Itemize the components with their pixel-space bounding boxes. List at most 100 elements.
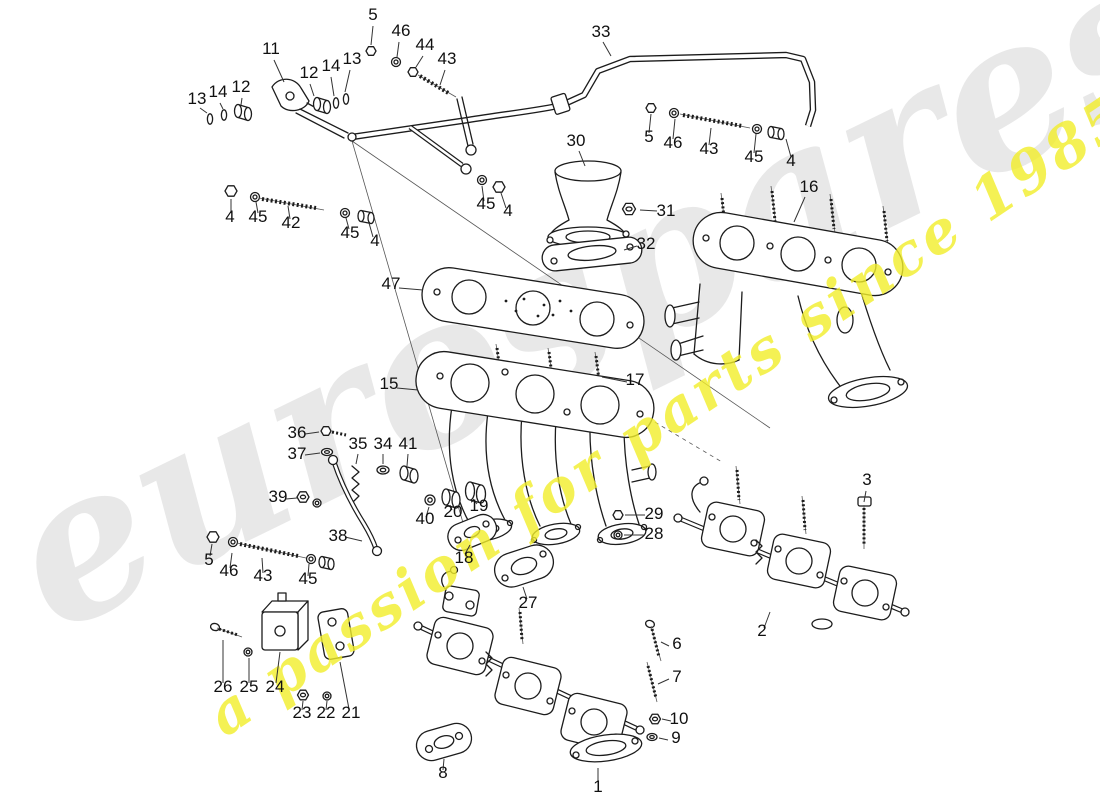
screw-6-stud-7-nut-10-washer-9 (644, 619, 662, 742)
throttle-body-assembly-2 (673, 465, 910, 630)
callout-leader-line (345, 217, 350, 230)
part-number-callout: 19 (470, 496, 489, 515)
part-number-callout: 14 (209, 82, 228, 101)
callout-leader-line (199, 107, 208, 114)
part-number-callout: 45 (299, 569, 318, 588)
callout-leader-line (368, 222, 374, 238)
callout-leader-line (219, 102, 224, 110)
part-number-callout: 32 (637, 234, 656, 253)
part-number-callout: 44 (416, 35, 435, 54)
callout-leader-line (657, 678, 670, 685)
callout-leader-line (285, 497, 298, 500)
callout-leader-line (304, 431, 320, 435)
callout-leader-line (763, 611, 771, 629)
watermark-brand-text: eurospares (0, 0, 1100, 679)
callout-leader-line (370, 25, 374, 46)
part-number-callout: 17 (626, 370, 645, 389)
screw-set-lower-left (206, 531, 335, 571)
part-number-callout: 22 (317, 703, 336, 722)
part-number-callout: 5 (368, 5, 377, 24)
callout-leader-line (275, 651, 281, 684)
part-number-callout: 10 (670, 709, 689, 728)
part-number-callout: 3 (862, 470, 871, 489)
screw-set-top-left (365, 46, 477, 156)
part-number-callout: 43 (254, 566, 273, 585)
callout-leader-line (500, 192, 507, 209)
part-number-callout: 26 (214, 677, 233, 696)
part-number-callout: 43 (700, 139, 719, 158)
part-number-callout: 15 (380, 374, 399, 393)
part-number-callout: 4 (786, 151, 795, 170)
part-number-callout: 29 (645, 504, 664, 523)
air-funnel-30 (546, 160, 630, 248)
callout-leader-line (785, 138, 792, 158)
callout-leader-line (287, 205, 291, 220)
funnel-gasket-32 (541, 236, 643, 272)
callout-leader-line (481, 185, 485, 202)
part-number-callout: 2 (757, 621, 766, 640)
bracket-cluster (209, 592, 355, 701)
linkage-rod-33 (347, 51, 817, 142)
callout-leader-line (522, 586, 528, 600)
part-number-callout: 6 (672, 634, 681, 653)
callout-leader-line (406, 453, 409, 467)
callout-leader-line (307, 563, 310, 577)
callout-leader-line (658, 737, 669, 741)
callout-leader-line (578, 150, 586, 167)
callout-leader-line (753, 133, 757, 154)
callout-leader-line (344, 69, 351, 93)
callout-leader-line (301, 700, 304, 711)
callout-leader-line (672, 118, 676, 140)
part-number-callout: 4 (503, 201, 512, 220)
part-number-callout: 30 (567, 131, 586, 150)
screw-3 (857, 496, 872, 549)
gasket-27 (493, 544, 555, 588)
part-number-callout: 43 (438, 49, 457, 68)
throttle-body-assembly-1 (413, 565, 645, 763)
callout-leader-line (449, 504, 453, 511)
callout-leader-line (648, 113, 652, 134)
part-number-callout: 46 (664, 133, 683, 152)
callout-leader-line (261, 557, 264, 574)
intake-manifold-16 (664, 185, 909, 409)
part-number-callout: 25 (240, 677, 259, 696)
callout-leader-line (209, 543, 213, 557)
callout-leader-line (464, 544, 471, 555)
callout-leader-line (472, 498, 478, 505)
long-screw-42 (224, 185, 375, 225)
callout-leaders (199, 25, 867, 783)
callout-leader-line (639, 209, 658, 212)
callout-leader-line (304, 452, 321, 456)
part-number-callout: 46 (392, 21, 411, 40)
bellcrank-assembly (206, 78, 350, 139)
gasket-8 (415, 722, 473, 762)
part-number-callout: 39 (269, 487, 288, 506)
callout-leader-line (601, 376, 628, 383)
part-number-callout: 28 (645, 524, 664, 543)
part-number-callout: 27 (519, 593, 538, 612)
part-number-callout: 35 (349, 434, 368, 453)
part-number-callout: 5 (644, 127, 653, 146)
part-number-callout: 34 (374, 434, 393, 453)
part-number-callout: 31 (657, 201, 676, 220)
part-number-callout: 16 (800, 177, 819, 196)
part-number-callout: 46 (220, 561, 239, 580)
callout-leader-line (793, 196, 806, 223)
part-number-callout: 1 (593, 777, 602, 796)
part-number-callout: 45 (477, 194, 496, 213)
base-plate-47 (421, 267, 645, 349)
part-number-callout: 41 (399, 434, 418, 453)
part-number-callout: 12 (300, 63, 319, 82)
part-number-callout: 4 (225, 207, 234, 226)
callout-leader-line (330, 76, 335, 97)
part-number-callout: 5 (204, 550, 213, 569)
callout-leader-line (229, 552, 233, 569)
part-number-callout: 8 (438, 763, 447, 782)
hex-nut-31 (621, 202, 637, 216)
part-number-callout: 42 (282, 213, 301, 232)
callout-leader-line (309, 83, 315, 97)
part-number-callout: 47 (382, 274, 401, 293)
part-number-callout: 12 (232, 77, 251, 96)
